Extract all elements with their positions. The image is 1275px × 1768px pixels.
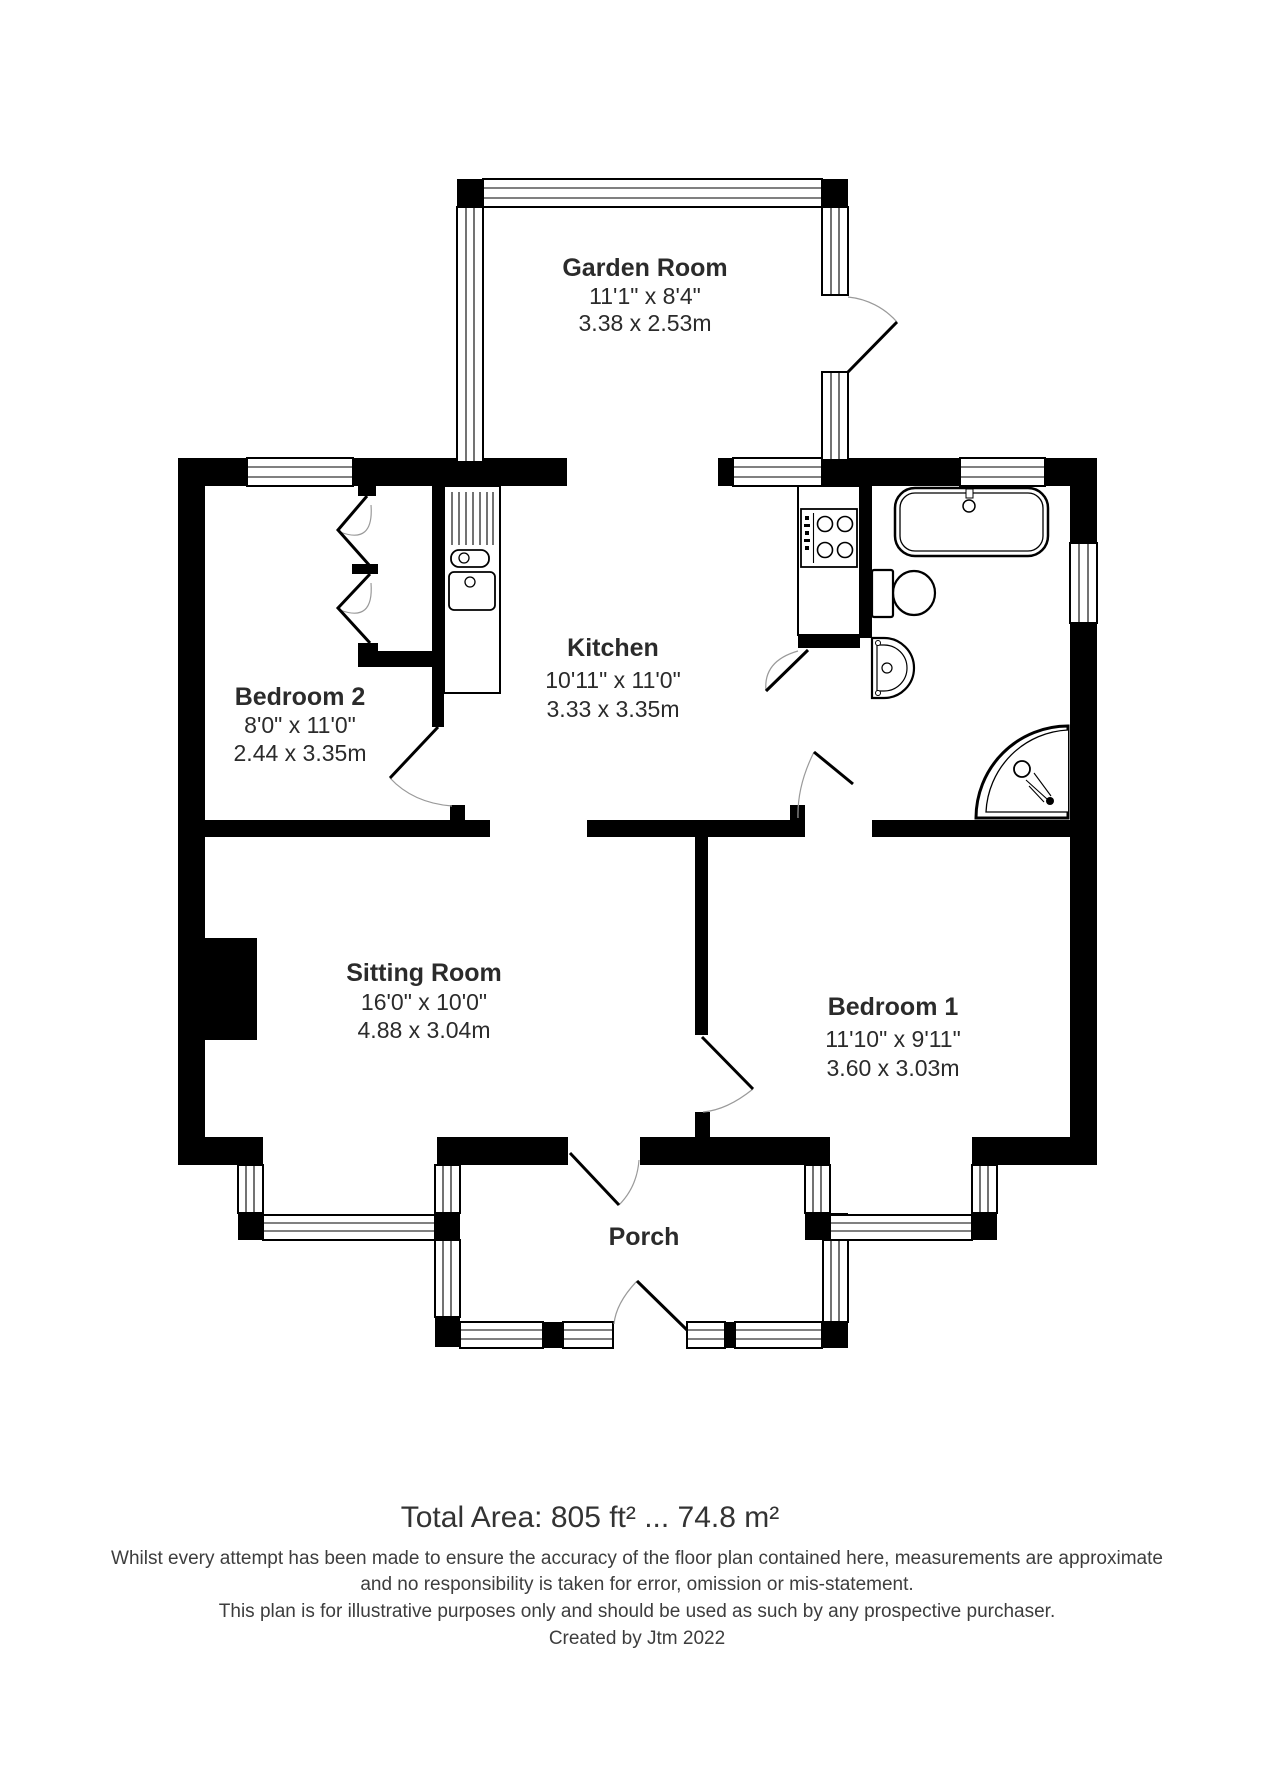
- doors: [335, 296, 899, 1332]
- fixtures: [443, 485, 1070, 820]
- windows-porch: [434, 1164, 849, 1349]
- wardrobe-bifold-icon: [335, 495, 372, 645]
- window-garden-room-left: [456, 206, 484, 463]
- room-label-bedroom1: Bedroom 1: [828, 993, 959, 1021]
- toilet-icon: [870, 568, 937, 619]
- credit-text: Created by Jtm 2022: [549, 1628, 725, 1649]
- chimney-breast-icon: [205, 938, 257, 1040]
- bay-window-sitting-room: [237, 1164, 461, 1241]
- room-labels: Garden Room 11'1" x 8'4" 3.38 x 2.53m Be…: [234, 254, 961, 1251]
- window-bedroom2-top: [246, 457, 354, 487]
- window-bathroom-top: [959, 457, 1046, 487]
- total-area-text: Total Area: 805 ft² ... 74.8 m²: [401, 1501, 780, 1534]
- room-dims-metric-bedroom2: 2.44 x 3.35m: [234, 740, 367, 766]
- room-label-garden-room: Garden Room: [562, 254, 727, 282]
- door-sitting-room-to-porch: [568, 1151, 640, 1207]
- room-label-bedroom2: Bedroom 2: [235, 683, 366, 711]
- window-bathroom-right: [1069, 542, 1098, 624]
- walls: [178, 179, 1097, 1348]
- room-dims-imperial-bedroom2: 8'0" x 11'0": [244, 712, 356, 738]
- room-dims-imperial-garden-room: 11'1" x 8'4": [589, 283, 701, 309]
- disclaimer-line3: This plan is for illustrative purposes o…: [219, 1601, 1055, 1622]
- window-garden-room-inner: [732, 457, 823, 487]
- footer: Total Area: 805 ft² ... 74.8 m² Whilst e…: [111, 1501, 1163, 1649]
- room-dims-imperial-sitting-room: 16'0" x 10'0": [361, 989, 487, 1015]
- door-bedroom1: [700, 1035, 755, 1113]
- kitchen-sink-icon: [443, 485, 501, 694]
- window-garden-room-right-lower: [821, 371, 849, 461]
- basin-icon: [870, 636, 916, 700]
- room-dims-metric-garden-room: 3.38 x 2.53m: [579, 310, 712, 336]
- door-kitchen: [764, 648, 810, 693]
- room-dims-metric-sitting-room: 4.88 x 3.04m: [358, 1017, 491, 1043]
- door-garden-room-exterior: [846, 296, 899, 374]
- bay-window-bedroom1: [829, 1164, 998, 1241]
- disclaimer-line2: and no responsibility is taken for error…: [360, 1574, 913, 1595]
- bathtub-icon: [893, 486, 1050, 558]
- door-porch-entry: [613, 1279, 689, 1332]
- room-label-porch: Porch: [609, 1223, 680, 1251]
- corner-shower-icon: [974, 724, 1070, 820]
- window-garden-room-top: [482, 178, 823, 208]
- windows: [237, 178, 1098, 1349]
- room-dims-metric-bedroom1: 3.60 x 3.03m: [827, 1055, 960, 1081]
- door-bathroom: [797, 750, 854, 819]
- room-dims-imperial-bedroom1: 11'10" x 9'11": [825, 1026, 961, 1052]
- window-garden-room-right-upper: [821, 206, 849, 296]
- disclaimer-line1: Whilst every attempt has been made to en…: [111, 1548, 1163, 1569]
- hob-icon: [797, 485, 861, 636]
- room-label-sitting-room: Sitting Room: [346, 959, 502, 987]
- room-dims-imperial-kitchen: 10'11" x 11'0": [545, 667, 681, 693]
- door-bedroom2: [388, 725, 453, 807]
- room-label-kitchen: Kitchen: [567, 634, 659, 662]
- room-dims-metric-kitchen: 3.33 x 3.35m: [547, 696, 680, 722]
